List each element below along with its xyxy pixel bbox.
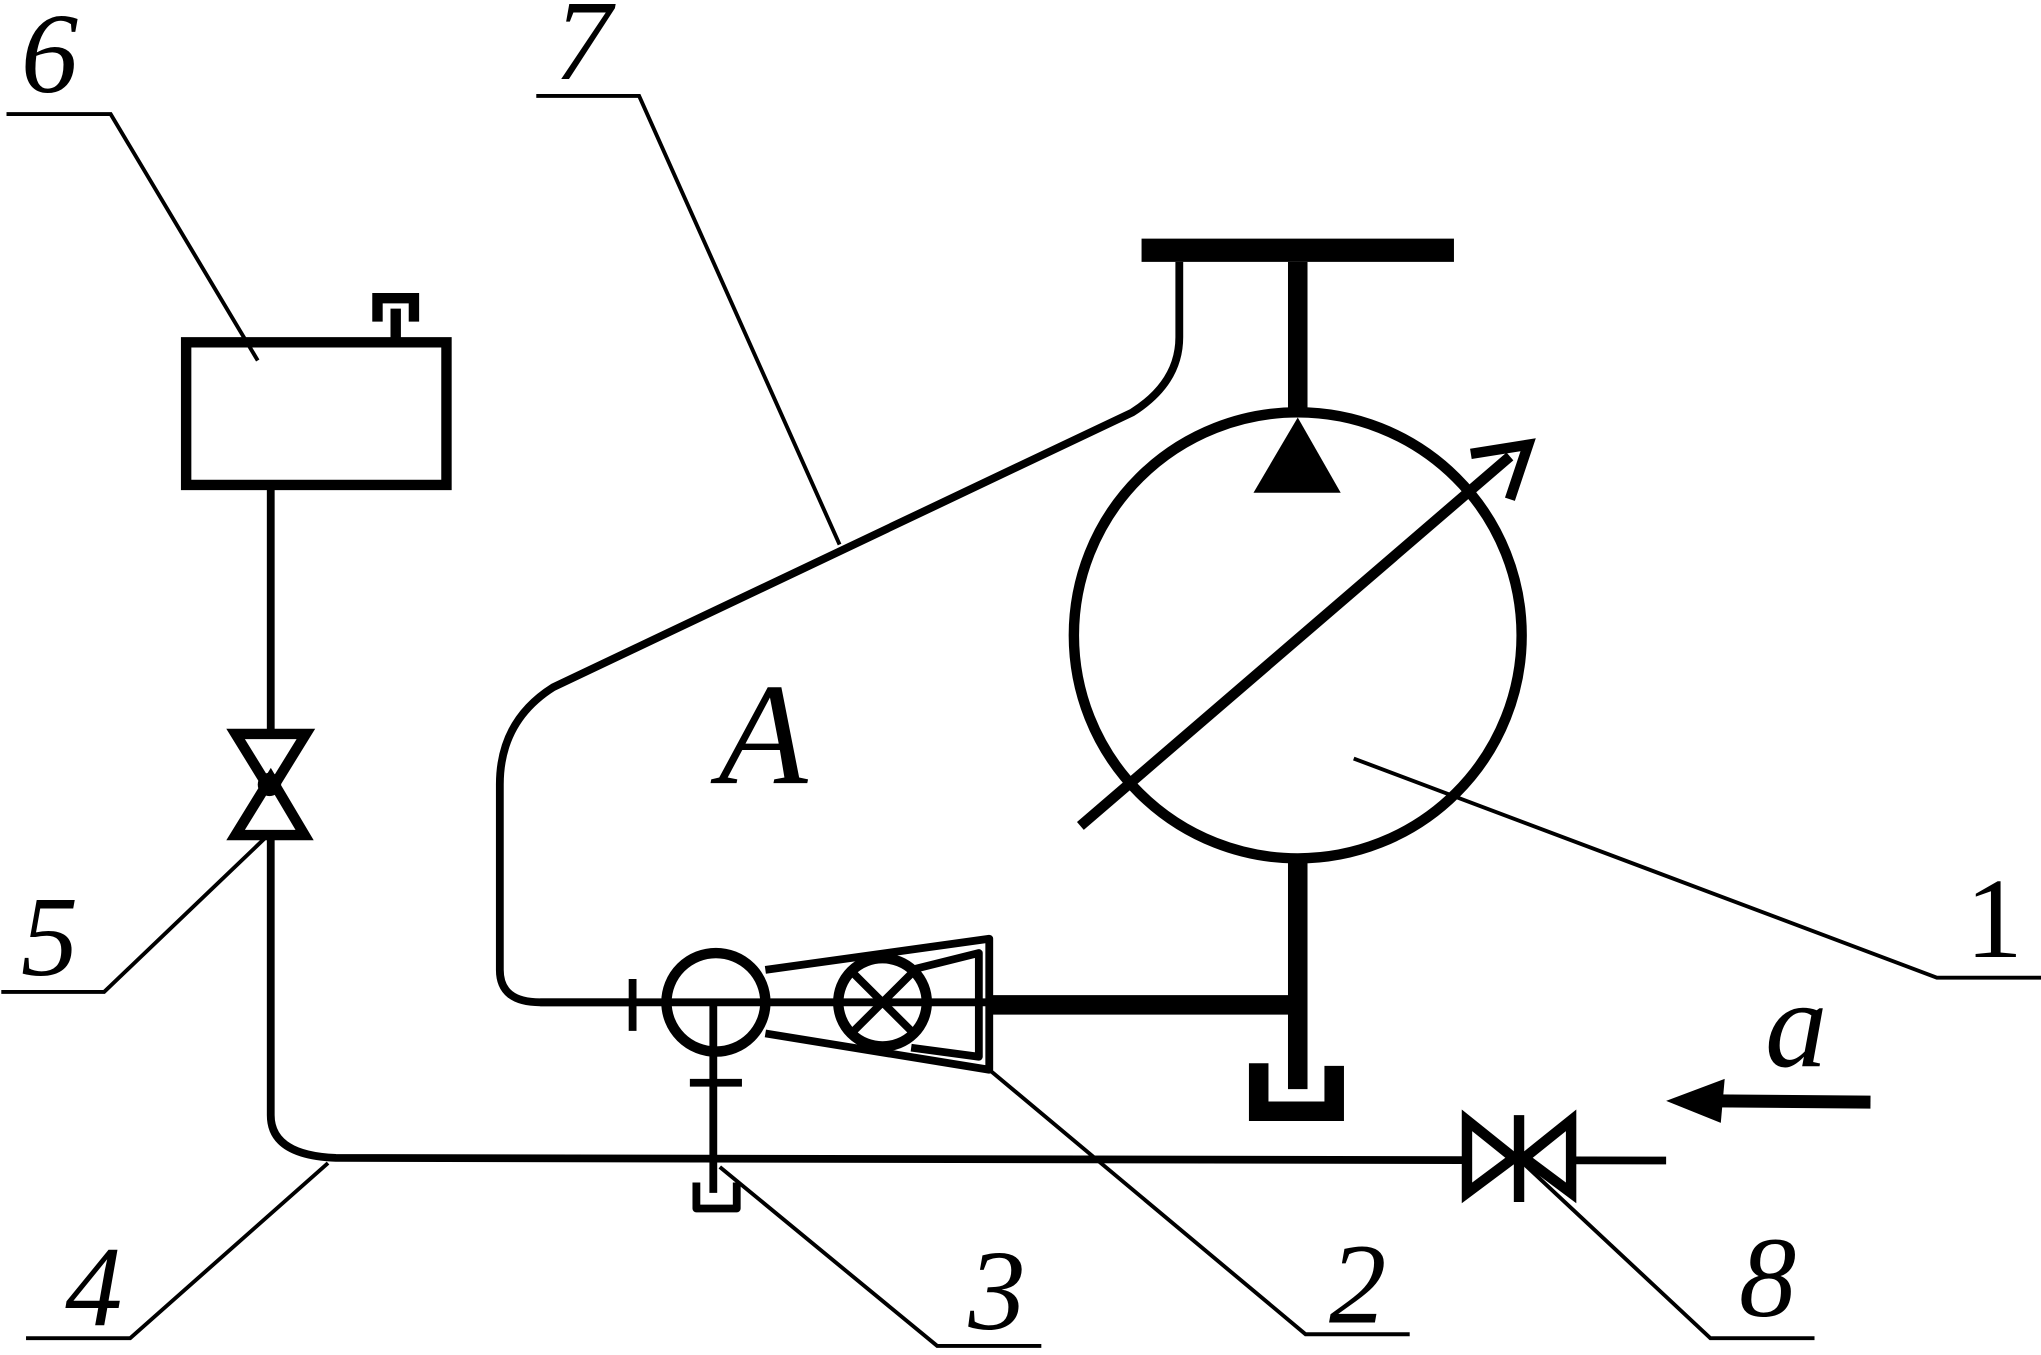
label-4: 4 bbox=[65, 1223, 122, 1350]
valve-5-upper-triangle bbox=[226, 728, 316, 801]
leader-line-5 bbox=[1, 834, 269, 994]
valve-5-stem-dot bbox=[257, 772, 282, 797]
valve-block-cross-circle bbox=[833, 953, 932, 1052]
label-6: 6 bbox=[21, 0, 78, 117]
valve-block-cross-line-b bbox=[849, 969, 916, 1035]
leader-line-8 bbox=[1519, 1159, 1815, 1341]
label-5: 5 bbox=[21, 873, 78, 1000]
leader-line-4 bbox=[26, 1161, 330, 1341]
leader-line-3 bbox=[718, 1165, 1042, 1348]
pump-tank-symbol bbox=[1248, 1063, 1344, 1121]
valve-8-left-triangle bbox=[1461, 1109, 1523, 1204]
flow-arrow-head bbox=[1666, 1078, 1725, 1123]
valve-5-lower-triangle bbox=[226, 767, 314, 841]
variable-arrow-head bbox=[1470, 438, 1536, 501]
main-pipe bbox=[266, 836, 1667, 1165]
label-1: 1 bbox=[1966, 855, 2023, 982]
flow-arrow-shaft bbox=[1715, 1094, 1871, 1109]
valve-block-inner-outline bbox=[910, 949, 983, 1061]
tank-vent-cap bbox=[372, 293, 420, 322]
case-drain-line bbox=[495, 261, 1184, 1007]
tank-box bbox=[180, 337, 452, 491]
leader-line-1 bbox=[1353, 756, 2041, 980]
variable-displacement-arrow bbox=[1076, 452, 1514, 830]
branch-3-tank-symbol bbox=[692, 1182, 741, 1213]
leader-line-6 bbox=[6, 112, 260, 362]
label-7: 7 bbox=[555, 0, 617, 104]
label-chamber-a: A bbox=[710, 654, 808, 815]
label-8: 8 bbox=[1739, 1214, 1796, 1341]
pump-direction-triangle bbox=[1253, 417, 1341, 493]
label-flow-a: a bbox=[1765, 955, 1827, 1093]
label-2: 2 bbox=[1329, 1221, 1386, 1348]
leader-line-7 bbox=[536, 94, 842, 546]
label-3: 3 bbox=[967, 1227, 1025, 1354]
valve-8-right-triangle bbox=[1515, 1109, 1577, 1204]
